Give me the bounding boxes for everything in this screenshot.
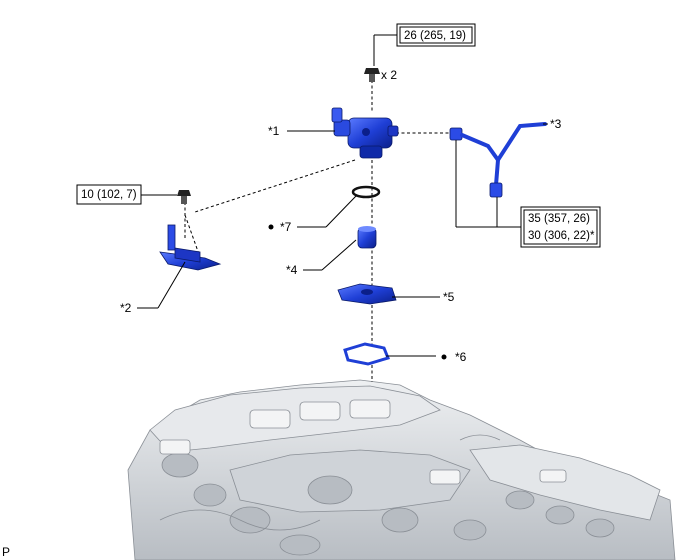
callout-3: *3 [550,117,562,131]
bullet-dot-6 [441,354,447,360]
pump-lifter [357,226,377,249]
corner-mark: P [2,545,10,559]
bracket [159,224,222,271]
fuel-pump-assembly [331,107,399,159]
callout-6: *6 [455,350,467,364]
callout-2: *2 [120,301,132,315]
pump-bolt [364,68,380,82]
callout-5: *5 [443,290,455,304]
engine-block [127,379,676,560]
spacer-plate [337,283,397,305]
torque-pipe-text-1: 35 (357, 26) [528,213,590,225]
torque-box-pipe: 35 (357, 26) 30 (306, 22)* [520,206,601,248]
leader-lines [137,34,548,357]
torque-box-top: 26 (265, 19) [396,23,476,47]
o-ring [351,185,381,199]
torque-top-text: 26 (265, 19) [404,30,466,42]
bullet-dot-7 [268,224,274,230]
callout-7: *7 [280,220,292,234]
torque-pipe-text-2: 30 (306, 22)* [528,230,595,242]
fuel-pipe [449,122,547,198]
gasket [343,342,391,366]
torque-bracket-text: 10 (102, 7) [81,189,137,201]
bracket-bolt [177,190,191,204]
callout-1: *1 [268,124,280,138]
callout-4: *4 [286,263,298,277]
installation-guide-lines [184,80,452,382]
torque-box-bracket: 10 (102, 7) [76,184,142,205]
bolt-quantity-label: x 2 [381,68,397,82]
